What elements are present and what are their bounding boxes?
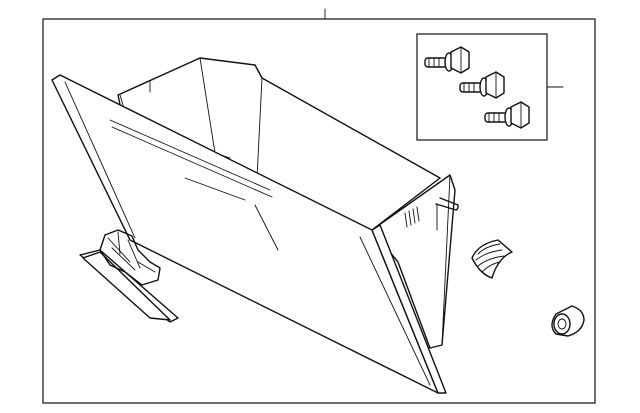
glove-box-bin-icon [51,57,459,394]
hex-flange-bolt-icon [459,71,505,99]
bolt-kit-inset [416,33,564,141]
bumper-face [553,313,571,335]
diagram-frame [42,18,596,404]
latch-mechanism [99,229,161,286]
latch-mechanism-details [107,231,156,273]
bin-door-rim [371,224,447,394]
bin-door-creases [64,81,431,386]
damper-icon [471,239,513,279]
hex-flange-bolt-icon [484,101,530,129]
damper-ribs [475,243,505,273]
latch-body [82,251,171,321]
hinge-pin [435,197,459,211]
bumper-hole [557,318,567,330]
bumper-stop-icon [551,305,585,337]
hex-flange-bolt-icon [424,46,470,74]
bin-side-details [404,174,451,346]
latch-handle-icon [79,229,179,323]
